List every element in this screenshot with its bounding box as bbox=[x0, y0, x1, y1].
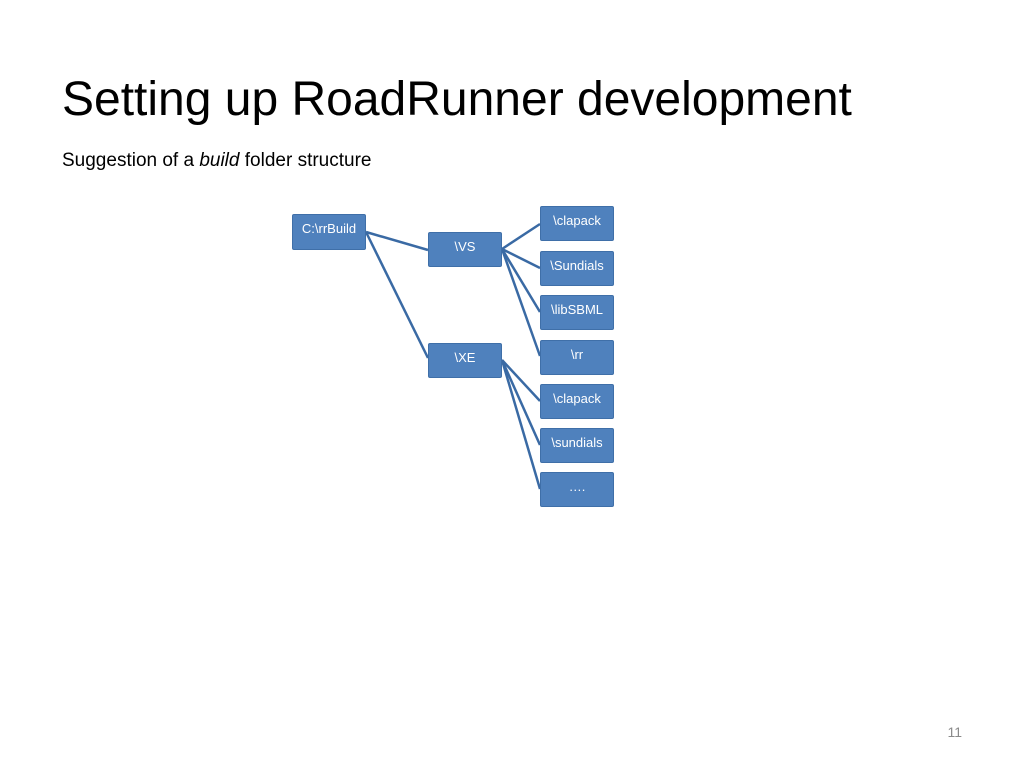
connector-xe-more bbox=[500, 359, 542, 490]
slide-subtitle: Suggestion of a build folder structure bbox=[62, 146, 382, 175]
folder-vs: \VS bbox=[428, 232, 502, 267]
subtitle-text-after: folder structure bbox=[239, 150, 372, 171]
connector-xe-clapack bbox=[501, 359, 541, 402]
folder-xe-more: …. bbox=[540, 472, 614, 507]
connector-vs-rr bbox=[500, 248, 542, 357]
connector-vs-sundials bbox=[501, 247, 541, 270]
folder-vs-sundials: \Sundials bbox=[540, 251, 614, 286]
connector-vs-libsbml bbox=[500, 248, 542, 313]
folder-root: C:\rrBuild bbox=[292, 214, 366, 250]
subtitle-text-before: Suggestion of a bbox=[62, 150, 200, 171]
subtitle-emphasis: build bbox=[199, 150, 240, 171]
folder-xe-sundials: \sundials bbox=[540, 428, 614, 463]
connector-root-xe bbox=[364, 231, 430, 359]
page-number: 11 bbox=[947, 724, 962, 740]
folder-vs-clapack: \clapack bbox=[540, 206, 614, 241]
folder-vs-rr: \rr bbox=[540, 340, 614, 375]
connector-xe-sundials bbox=[500, 359, 542, 446]
folder-xe-clapack: \clapack bbox=[540, 384, 614, 419]
folder-xe: \XE bbox=[428, 343, 502, 378]
connector-vs-clapack bbox=[501, 222, 541, 251]
connector-root-vs bbox=[365, 230, 429, 252]
slide-title: Setting up RoadRunner development bbox=[62, 73, 852, 126]
folder-vs-libsbml: \libSBML bbox=[540, 295, 614, 330]
